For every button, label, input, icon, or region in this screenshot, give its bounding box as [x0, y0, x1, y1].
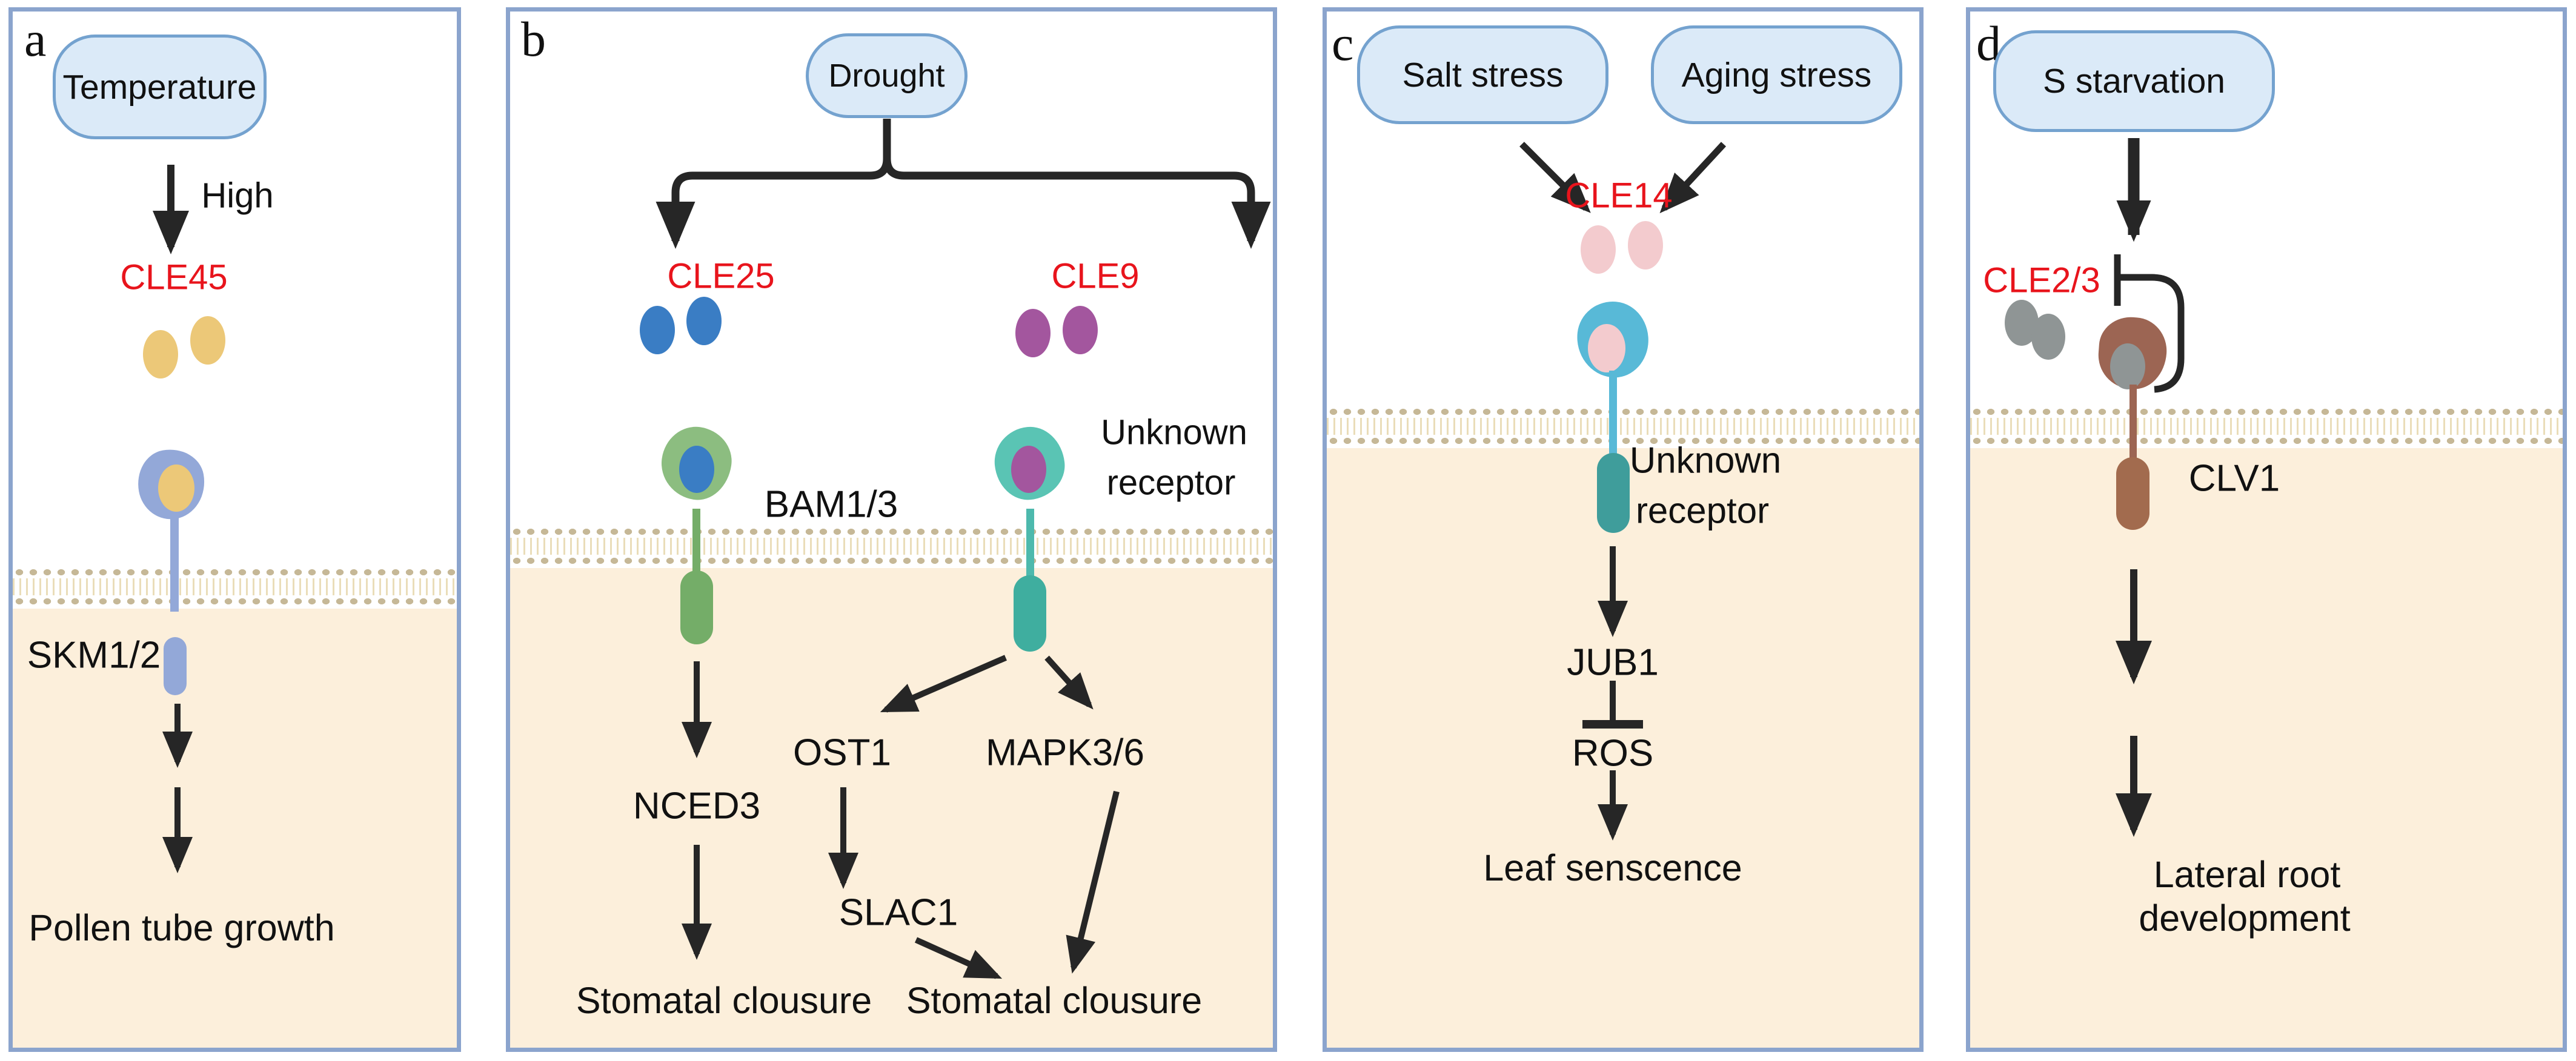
- peptide-label-cle23: CLE2/3: [1983, 260, 2100, 300]
- clv1-receptor-kinase-domain: [2116, 457, 2149, 530]
- outcome-stomatal-closure-left: Stomatal clousure: [576, 980, 872, 1021]
- peptide-label-cle14: CLE14: [1565, 176, 1673, 216]
- lipid-head-row: [13, 566, 457, 578]
- stimulus-pill-s-starvation: S starvation: [1993, 30, 2275, 132]
- bam-receptor-stalk: [692, 509, 700, 575]
- skm-receptor-stalk: [170, 512, 179, 612]
- stimulus-label: S starvation: [2043, 62, 2225, 101]
- outcome-leaf-senescence: Leaf senscence: [1483, 847, 1742, 888]
- unknown-receptor-c-kinase-domain: [1597, 453, 1630, 533]
- plasma-membrane-a: [13, 566, 457, 607]
- lipid-tail-zone: [1970, 418, 2563, 435]
- outcome-lateral-root-line1: Lateral root: [2153, 854, 2341, 895]
- cle14-peptide: [1581, 225, 1616, 274]
- node-label-nced3: NCED3: [632, 785, 761, 827]
- lipid-tail-zone: [1327, 418, 1919, 435]
- cle9-bound-peptide: [1011, 446, 1046, 493]
- receptor-label-clv1: CLV1: [2188, 457, 2280, 500]
- lipid-tail-zone: [13, 578, 457, 595]
- skm-receptor-kinase-domain: [164, 637, 187, 695]
- stimulus-pill-drought: Drought: [806, 33, 968, 118]
- outcome-stomatal-closure-right: Stomatal clousure: [906, 980, 1203, 1021]
- node-label-slac1: SLAC1: [838, 891, 958, 934]
- cle14-bound-peptide: [1588, 324, 1625, 372]
- panel-d: [1966, 7, 2567, 1052]
- panel-letter-c: c: [1332, 16, 1354, 71]
- receptor-label-unknown-b-line2: receptor: [1106, 463, 1236, 503]
- outcome-lateral-root-line2: development: [2139, 897, 2351, 939]
- panel-letter-a: a: [24, 12, 47, 67]
- lipid-head-row: [1327, 435, 1919, 447]
- cle25-peptide: [640, 306, 675, 354]
- cle23-peptide: [2031, 314, 2065, 360]
- lipid-head-row: [1327, 406, 1919, 418]
- panel-letter-b: b: [521, 12, 546, 67]
- receptor-label-unknown-b-line1: Unknown: [1101, 412, 1247, 452]
- lipid-head-row: [13, 595, 457, 607]
- outcome-pollen-tube-growth: Pollen tube growth: [28, 907, 335, 948]
- receptor-label-unknown-c-line2: receptor: [1635, 490, 1770, 531]
- receptor-label-bam: BAM1/3: [764, 483, 898, 526]
- lipid-tail-zone: [510, 538, 1273, 555]
- receptor-label-unknown-c-line1: Unknown: [1629, 440, 1782, 481]
- cle25-peptide: [686, 297, 722, 345]
- cytoplasm-c: [1327, 448, 1919, 1048]
- stimulus-pill-salt-stress: Salt stress: [1357, 25, 1608, 124]
- receptor-label-skm: SKM1/2: [27, 634, 161, 676]
- stimulus-pill-temperature: Temperature: [53, 35, 267, 139]
- cle25-bound-peptide: [679, 446, 714, 493]
- node-label-ost1: OST1: [793, 732, 891, 774]
- cle9-peptide: [1015, 309, 1051, 357]
- unknown-receptor-b-stalk: [1026, 509, 1034, 578]
- peptide-label-cle25: CLE25: [667, 256, 775, 296]
- lipid-head-row: [1970, 435, 2563, 447]
- node-label-mapk: MAPK3/6: [986, 732, 1144, 774]
- lipid-head-row: [510, 526, 1273, 538]
- cle45-peptide: [190, 316, 225, 365]
- cle45-peptide: [143, 330, 178, 378]
- plasma-membrane-c: [1327, 406, 1919, 447]
- stimulus-label: Drought: [828, 58, 945, 94]
- bam-receptor-kinase-domain: [680, 570, 713, 644]
- plasma-membrane-b: [510, 526, 1273, 567]
- stimulus-label: Aging stress: [1681, 55, 1872, 94]
- peptide-label-cle9: CLE9: [1051, 256, 1140, 296]
- cle23-bound-peptide: [2110, 343, 2145, 389]
- cle14-peptide: [1628, 221, 1663, 269]
- panel-a: [8, 7, 461, 1052]
- cle9-peptide: [1063, 306, 1098, 354]
- cle45-bound-peptide: [158, 464, 194, 512]
- cytoplasm-a: [13, 609, 457, 1048]
- arrow-label-high: High: [201, 176, 274, 216]
- stimulus-pill-aging-stress: Aging stress: [1651, 25, 1902, 124]
- stimulus-label: Temperature: [62, 67, 257, 107]
- lipid-head-row: [510, 555, 1273, 567]
- node-label-jub1: JUB1: [1567, 641, 1659, 684]
- stimulus-label: Salt stress: [1402, 55, 1564, 94]
- lipid-head-row: [1970, 406, 2563, 418]
- cytoplasm-b: [510, 568, 1273, 1048]
- unknown-receptor-b-kinase-domain: [1014, 575, 1046, 652]
- unknown-receptor-c-stalk: [1609, 371, 1617, 454]
- cytoplasm-d: [1970, 448, 2563, 1048]
- peptide-label-cle45: CLE45: [120, 257, 228, 297]
- plasma-membrane-d: [1970, 406, 2563, 447]
- clv1-receptor-stalk: [2130, 385, 2137, 460]
- node-label-ros: ROS: [1572, 732, 1654, 775]
